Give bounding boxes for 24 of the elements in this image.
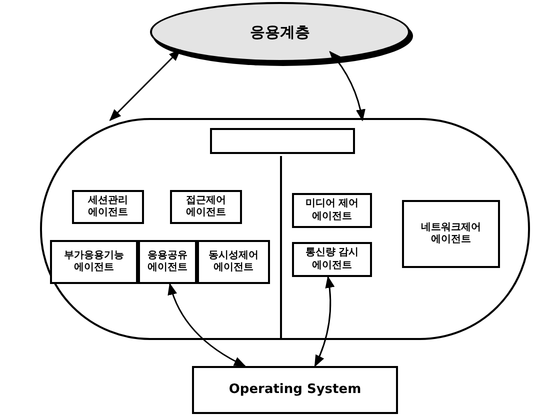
arrow — [314, 276, 334, 368]
agent-box — [402, 200, 500, 268]
agent-box — [50, 240, 138, 284]
box-label: 통신량 감시 에이전트 — [304, 247, 360, 272]
agent-box — [72, 190, 144, 224]
arrow — [329, 50, 366, 122]
arrow — [168, 282, 246, 367]
box-label: 응용공유 에이전트 — [146, 250, 188, 274]
box-label: Operating System — [228, 382, 362, 398]
agent-box — [292, 242, 372, 277]
header-box — [210, 128, 355, 154]
layer-title: 응용계층 — [249, 22, 311, 42]
arrow — [109, 49, 181, 122]
agent-box — [192, 366, 398, 414]
agent-box — [292, 193, 372, 228]
box-label: 동시성제어 에이전트 — [208, 250, 260, 274]
box-label: 접근제어 에이전트 — [185, 194, 227, 220]
agent-box — [138, 240, 197, 284]
box-label: 네트워크제어 에이전트 — [420, 222, 482, 246]
box-label: 부가응용기능 에이전트 — [63, 250, 125, 274]
agent-box — [170, 190, 242, 224]
box-label: 세션관리 에이전트 — [86, 194, 129, 220]
agent-box — [197, 240, 270, 284]
box-label: 미디어 제어 에이전트 — [304, 198, 360, 223]
